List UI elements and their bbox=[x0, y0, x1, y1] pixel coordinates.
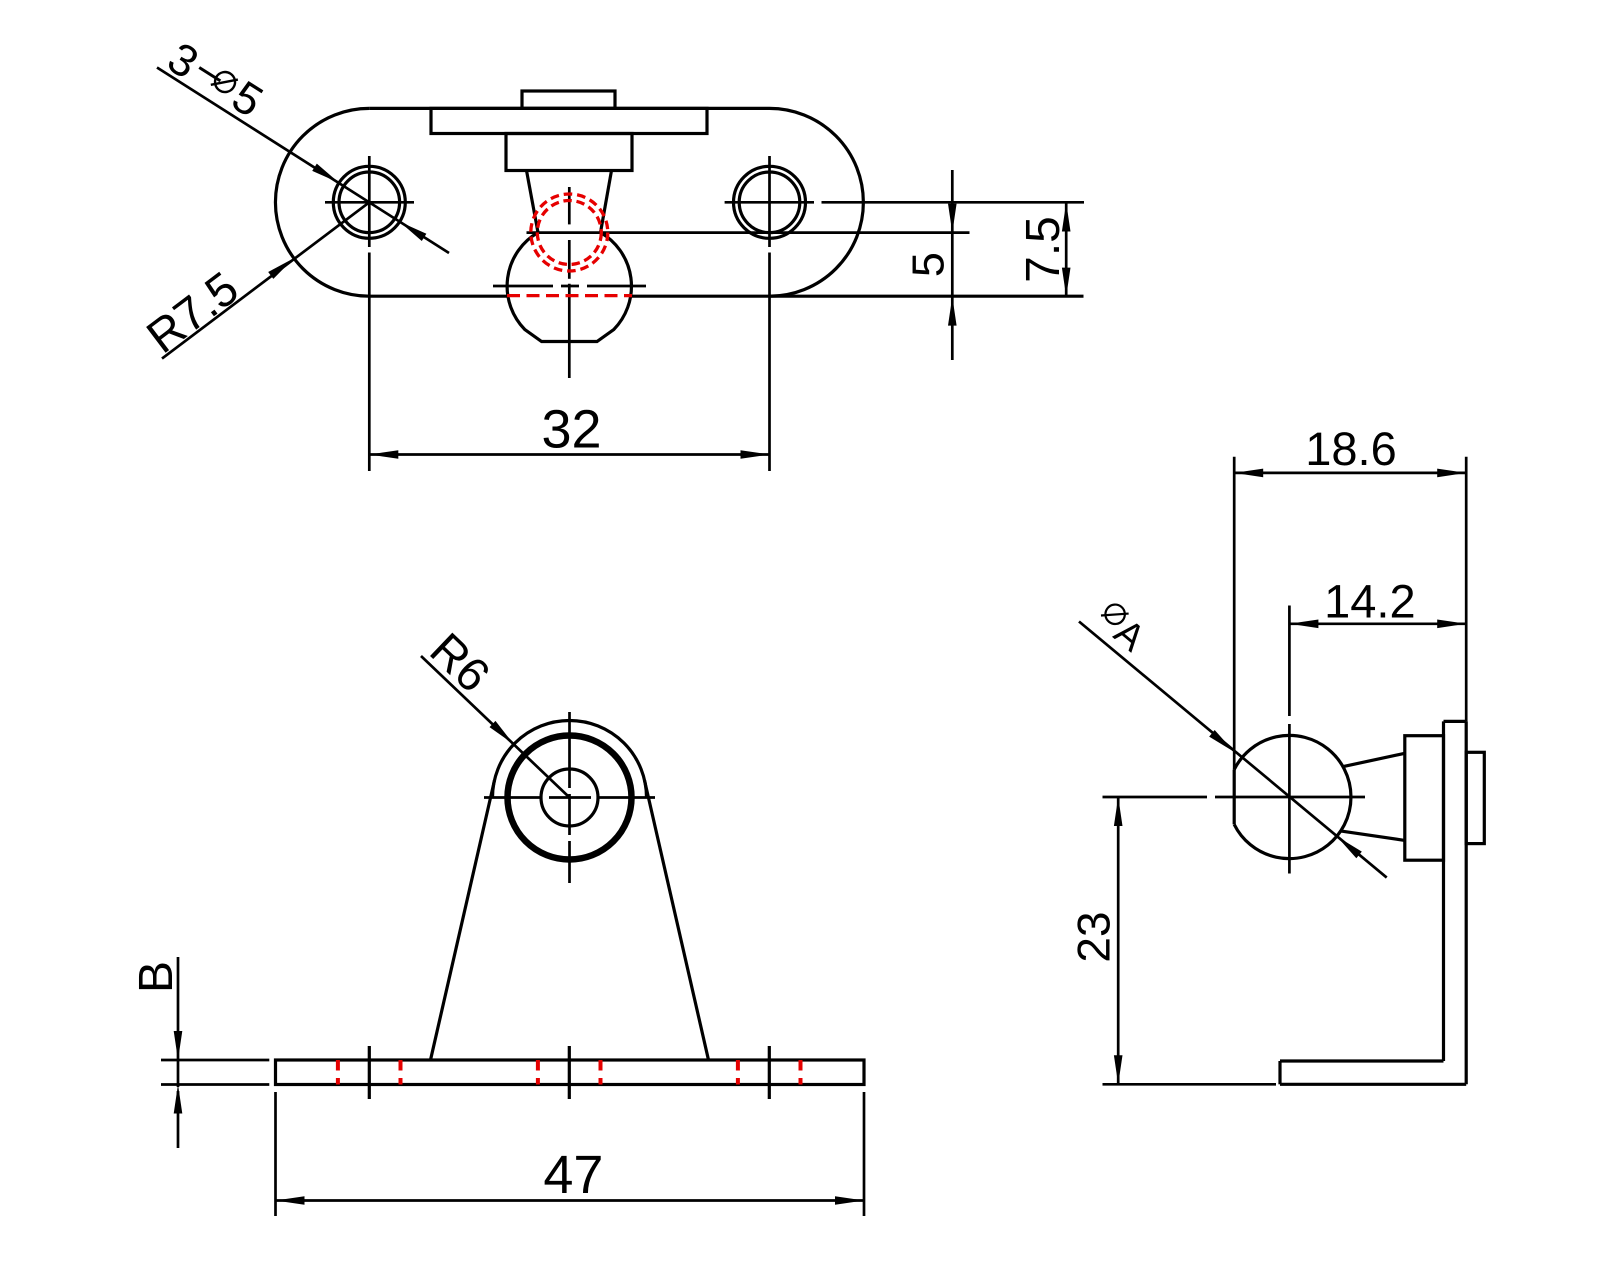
svg-text:7.5: 7.5 bbox=[1017, 216, 1070, 283]
svg-text:5: 5 bbox=[903, 252, 954, 277]
svg-text:B: B bbox=[130, 961, 183, 993]
svg-text:32: 32 bbox=[541, 400, 601, 460]
svg-text:5: 5 bbox=[223, 70, 271, 126]
svg-text:R7.5: R7.5 bbox=[137, 261, 248, 363]
svg-text:47: 47 bbox=[543, 1145, 603, 1205]
svg-text:R6: R6 bbox=[420, 622, 500, 702]
svg-text:18.6: 18.6 bbox=[1305, 422, 1396, 475]
svg-text:14.2: 14.2 bbox=[1324, 575, 1415, 628]
svg-text:23: 23 bbox=[1068, 911, 1120, 962]
svg-text:A: A bbox=[1106, 611, 1153, 660]
